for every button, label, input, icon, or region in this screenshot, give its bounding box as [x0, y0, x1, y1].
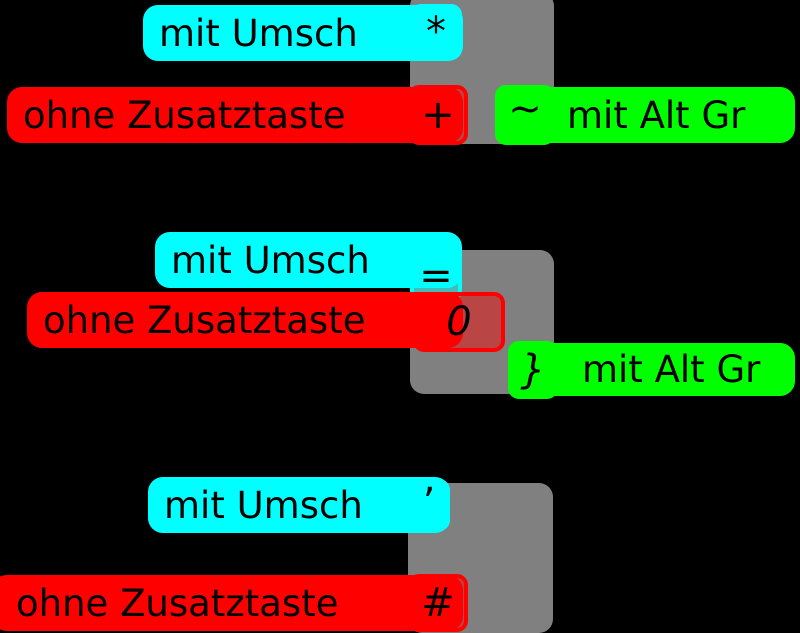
- glyph-box-plain-zero[interactable]: 0: [413, 292, 505, 352]
- plain-bar-plus[interactable]: ohne Zusatztaste: [7, 87, 463, 143]
- plain-label: ohne Zusatztaste: [23, 93, 346, 137]
- glyph-box-plain-plus[interactable]: +: [408, 85, 468, 145]
- shift-bar-hash[interactable]: mit Umsch: [148, 477, 450, 533]
- altgr-label: mit Alt Gr: [567, 93, 746, 137]
- altgr-label: mit Alt Gr: [582, 348, 761, 391]
- shift-label: mit Umsch: [159, 11, 358, 55]
- glyph-asterisk: *: [426, 9, 446, 55]
- key-block-plus: mit Umsch * ohne Zusatztaste + mit Alt G…: [0, 0, 800, 180]
- shift-label: mit Umsch: [164, 483, 363, 527]
- glyph-equals: =: [419, 253, 453, 299]
- shift-bar-plus[interactable]: mit Umsch: [143, 5, 463, 61]
- glyph-box-altgr-tilde[interactable]: ~: [495, 85, 555, 145]
- glyph-plus: +: [421, 92, 455, 138]
- glyph-hash: #: [421, 580, 455, 626]
- glyph-box-altgr-brace[interactable]: }: [508, 341, 558, 399]
- altgr-bar-plus[interactable]: mit Alt Gr: [495, 87, 795, 143]
- glyph-box-shift-asterisk[interactable]: *: [410, 4, 462, 60]
- glyph-zero: 0: [446, 299, 472, 345]
- plain-bar-hash[interactable]: ohne Zusatztaste: [0, 575, 463, 631]
- glyph-right-brace: }: [520, 347, 546, 393]
- plain-label: ohne Zusatztaste: [16, 581, 339, 625]
- glyph-tilde: ~: [508, 86, 542, 132]
- glyph-box-plain-hash[interactable]: #: [408, 574, 468, 632]
- glyph-apostrophe: ʼ: [422, 480, 436, 526]
- glyph-box-shift-apostrophe[interactable]: ʼ: [408, 479, 450, 531]
- key-block-zero: mit Umsch = ohne Zusatztaste 0 mit Alt G…: [0, 0, 800, 399]
- plain-label: ohne Zusatztaste: [43, 298, 366, 342]
- plain-bar-zero[interactable]: ohne Zusatztaste: [27, 292, 463, 348]
- shift-label: mit Umsch: [171, 238, 370, 282]
